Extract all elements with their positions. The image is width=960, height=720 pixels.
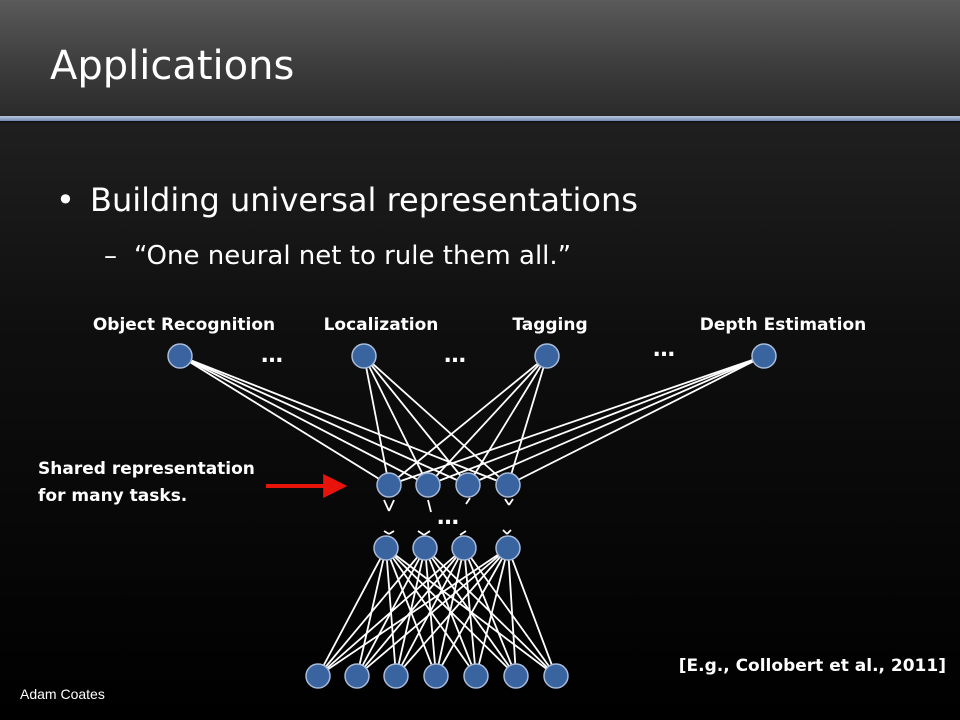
shared-representation-note: Shared representation for many tasks. [38, 456, 255, 510]
hidden-node-1 [412, 535, 438, 561]
edge-hidden2-input6 [463, 547, 557, 677]
edge-task0-shared0 [179, 355, 390, 486]
input-node-0 [305, 663, 331, 689]
edge-task0-shared2 [179, 355, 469, 486]
shared-node-2 [455, 472, 481, 498]
edge-hidden2-input4 [463, 547, 477, 677]
edge-hidden3-input2 [395, 547, 509, 677]
edge-hidden3-input5 [507, 547, 517, 677]
hidden-node-3 [495, 535, 521, 561]
task-node-0 [167, 343, 193, 369]
sub-bullet-marker: – [104, 241, 117, 271]
stub-edge-6 [383, 530, 390, 535]
edge-hidden0-input0 [317, 547, 387, 677]
edge-task0-shared1 [179, 355, 429, 486]
input-node-3 [423, 663, 449, 689]
edge-hidden3-input6 [507, 547, 557, 677]
edge-task3-shared0 [388, 355, 765, 486]
edge-task2-shared1 [427, 355, 548, 486]
edge-hidden2-input0 [317, 547, 465, 677]
edge-hidden2-input2 [395, 547, 465, 677]
note-line-1: Shared representation [38, 459, 255, 479]
task-label-depth-estimation: Depth Estimation [700, 315, 867, 335]
edge-hidden3-input3 [435, 547, 509, 677]
stub-edge-4 [504, 498, 510, 506]
edge-task2-shared2 [467, 355, 548, 486]
shared-layer-stub-edges [383, 497, 514, 536]
task-label-localization: Localization [324, 315, 439, 335]
edge-hidden2-input3 [435, 547, 465, 677]
ellipsis-tasks-3: … [653, 337, 675, 362]
edge-hidden3-input1 [356, 547, 509, 677]
edge-task3-shared3 [507, 355, 765, 486]
stub-edge-1 [388, 499, 395, 512]
edge-hidden3-input0 [317, 547, 509, 677]
bullet-marker: • [56, 181, 75, 219]
ellipsis-tasks-2: … [444, 343, 466, 368]
input-node-1 [344, 663, 370, 689]
task-node-1 [351, 343, 377, 369]
stub-edge-5 [508, 498, 514, 506]
stub-edge-7 [388, 530, 395, 535]
stub-edge-9 [423, 530, 431, 536]
shared-node-3 [495, 472, 521, 498]
task-label-tagging: Tagging [512, 315, 587, 335]
input-node-5 [503, 663, 529, 689]
edge-hidden3-input4 [475, 547, 509, 677]
hidden-node-0 [373, 535, 399, 561]
title-divider [0, 116, 960, 121]
edge-task2-shared3 [507, 355, 548, 486]
input-node-6 [543, 663, 569, 689]
sub-bullet-text: “One neural net to rule them all.” [134, 241, 572, 271]
input-node-2 [383, 663, 409, 689]
network-edges [179, 355, 765, 677]
bullet-text: Building universal representations [90, 181, 638, 219]
edge-hidden2-input5 [463, 547, 517, 677]
stub-edge-8 [417, 530, 425, 536]
edge-task1-shared2 [363, 355, 469, 486]
main-bullet: • Building universal representations [56, 178, 638, 222]
edge-task3-shared1 [427, 355, 765, 486]
stub-edge-0 [383, 499, 390, 512]
stub-edge-3 [465, 497, 471, 505]
page-title: Applications [50, 43, 295, 89]
stub-edge-12 [506, 529, 512, 535]
sub-bullet: –“One neural net to rule them all.” [104, 238, 571, 274]
citation: [E.g., Collobert et al., 2011] [678, 656, 946, 676]
stub-edge-10 [459, 530, 467, 536]
input-node-4 [463, 663, 489, 689]
hidden-node-2 [451, 535, 477, 561]
network-nodes [167, 343, 777, 689]
shared-node-0 [376, 472, 402, 498]
edge-hidden2-input1 [356, 547, 465, 677]
stub-edge-11 [502, 529, 508, 535]
edge-task1-shared1 [363, 355, 429, 486]
ellipsis-tasks-1: … [261, 343, 283, 368]
ellipsis-hidden-layers: … [437, 505, 459, 530]
edge-task1-shared0 [363, 355, 390, 486]
edge-hidden1-input0 [317, 547, 426, 677]
edge-task2-shared0 [388, 355, 548, 486]
author-name: Adam Coates [20, 686, 105, 702]
task-node-2 [534, 343, 560, 369]
note-line-2: for many tasks. [38, 486, 188, 506]
edge-task3-shared2 [467, 355, 765, 486]
title-band [0, 0, 960, 118]
task-node-3 [751, 343, 777, 369]
task-label-object-recognition: Object Recognition [93, 315, 275, 335]
shared-node-1 [415, 472, 441, 498]
stub-edge-2 [427, 499, 432, 513]
